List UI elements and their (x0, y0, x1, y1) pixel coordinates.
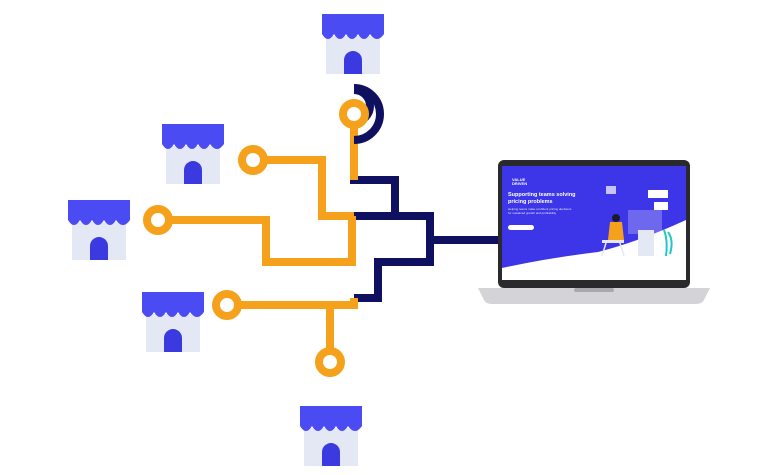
node-lower-left (212, 290, 242, 320)
screen-heading: Supporting teams solving pricing problem… (508, 192, 576, 205)
store-icon (320, 8, 386, 74)
orange-trace-group (143, 99, 369, 377)
orange-trace-lower-left (238, 298, 358, 309)
orange-trace-left (169, 216, 356, 266)
store-icon (66, 194, 132, 260)
node-top (339, 99, 369, 129)
node-bottom (315, 347, 345, 377)
top-node-navy-half (353, 84, 384, 144)
orange-trace-upper-left (264, 156, 354, 220)
screen-body-text: Helping teams make confident pricing dec… (508, 207, 572, 215)
laptop-icon: VALUE DRIVEN Supporting teams solving pr… (478, 160, 710, 310)
store-icon (160, 118, 226, 184)
navy-trace-bottom (354, 240, 434, 302)
node-left (143, 205, 173, 235)
store-icon (140, 286, 206, 352)
store-icon (298, 400, 364, 466)
node-upper-left (238, 145, 268, 175)
screen-logo: VALUE DRIVEN (512, 177, 528, 186)
screen-cta-button (508, 225, 534, 230)
